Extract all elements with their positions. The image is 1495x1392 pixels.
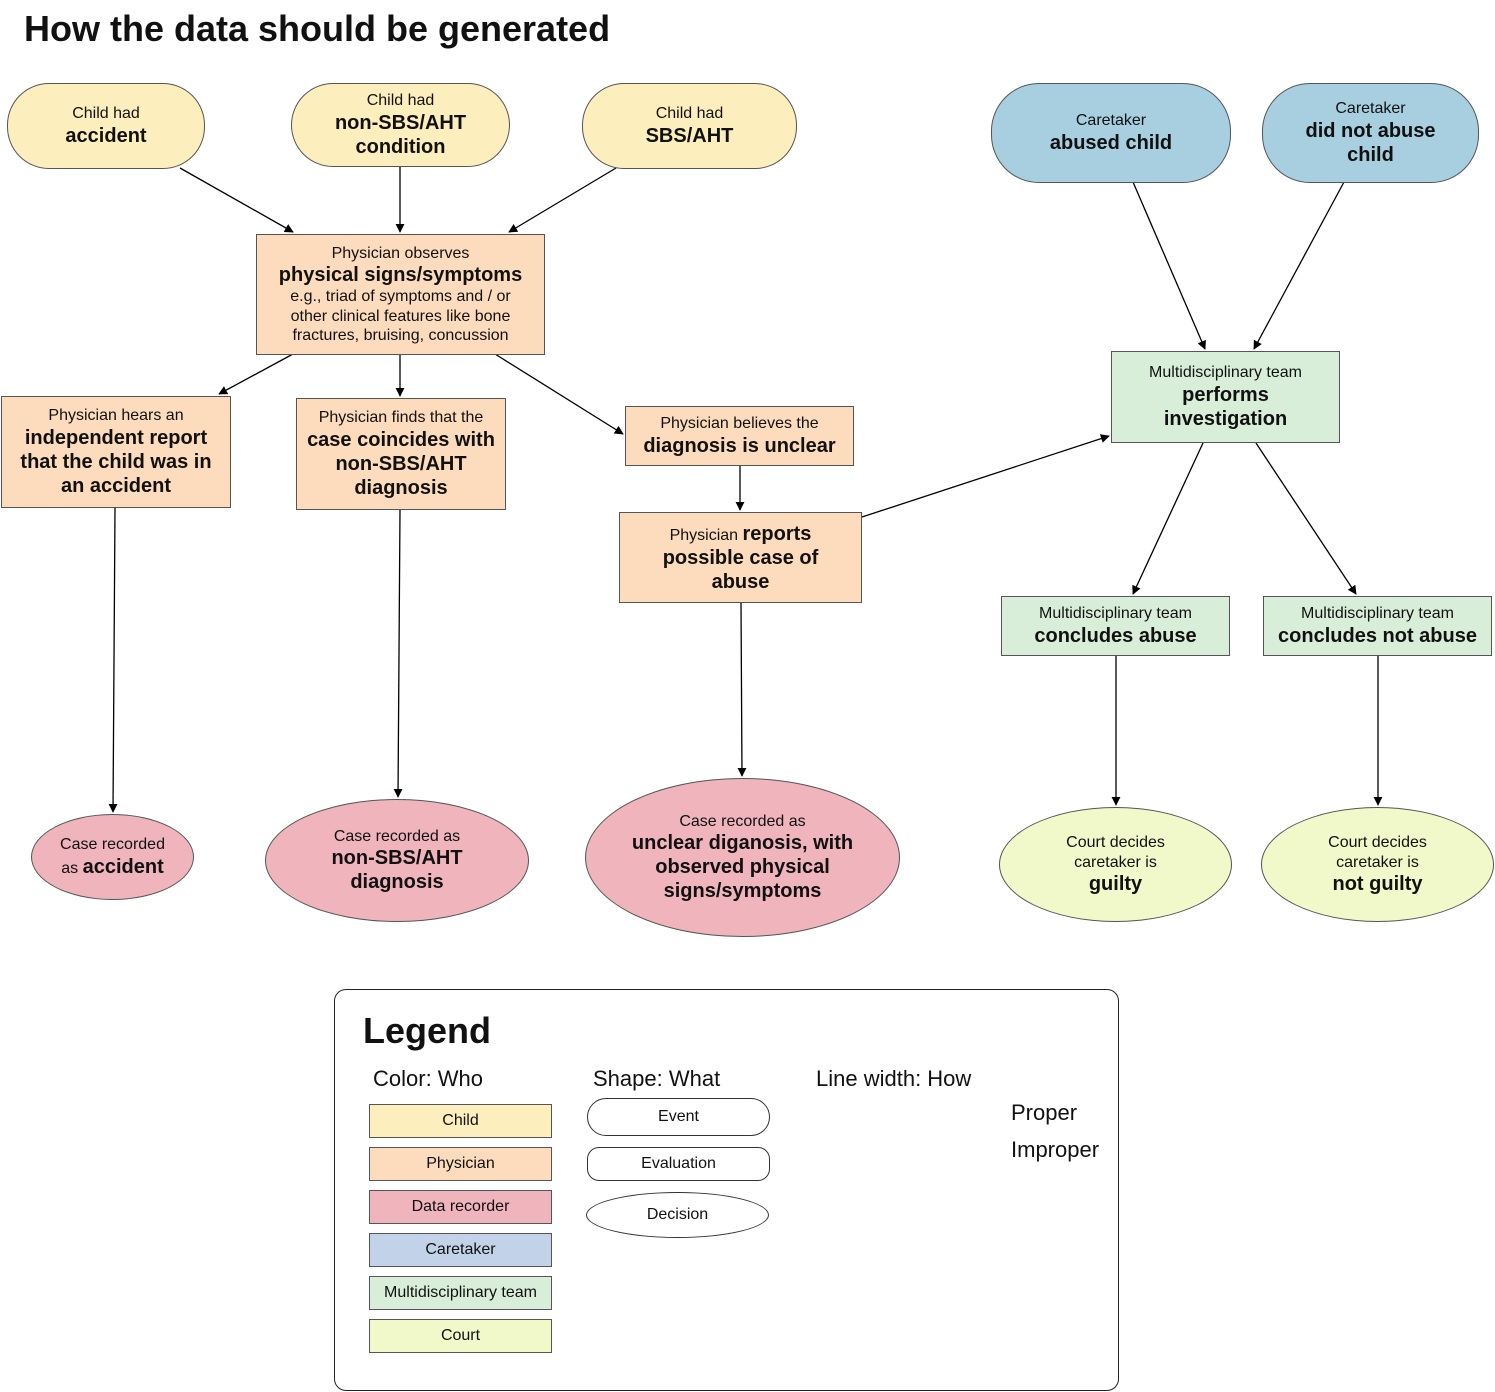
node-team-investigates: Multidisciplinary team performs investig…	[1111, 351, 1340, 443]
node-bold: non-SBS/AHT diagnosis	[331, 847, 463, 894]
node-label: Multidisciplinary team	[1301, 605, 1454, 623]
node-team-not-abuse: Multidisciplinary team concludes not abu…	[1263, 596, 1492, 656]
legend-title: Legend	[363, 1010, 492, 1051]
edge-notabused-to-team	[1253, 181, 1345, 350]
node-bold: non-SBS/AHT condition	[334, 111, 467, 158]
node-court-not-guilty: Court decides caretaker is not guilty	[1261, 807, 1494, 922]
legend-swatch-data-recorder: Data recorder	[369, 1190, 552, 1224]
node-bold: concludes not abuse	[1278, 624, 1477, 647]
node-finds-coincides: Physician finds that the case coincides …	[296, 398, 506, 510]
node-label: Physician believes the	[660, 415, 819, 433]
node-believes-unclear: Physician believes the diagnosis is uncl…	[625, 406, 854, 466]
edge-hears-to-rec	[108, 507, 118, 813]
node-bold: did not abuse child	[1305, 119, 1436, 166]
node-hears-report: Physician hears an independent report th…	[1, 396, 231, 508]
edge-accident-to-observes	[179, 167, 294, 233]
node-caretaker-abused: Caretaker abused child	[991, 83, 1231, 183]
legend-swatch-caretaker: Caretaker	[369, 1233, 552, 1267]
node-label: Physician observes	[331, 245, 470, 263]
legend-shape-decision: Decision	[586, 1192, 769, 1238]
node-bold: independent report that the child was in…	[20, 426, 212, 497]
node-recorded-unclear: Case recorded as unclear diganosis, with…	[585, 778, 900, 937]
node-child-accident: Child had accident	[7, 83, 205, 169]
node-team-abuse: Multidisciplinary team concludes abuse	[1001, 596, 1230, 656]
page-title: How the data should be generated	[24, 8, 611, 49]
edge-abused-to-team	[1132, 181, 1206, 350]
legend-swatch-physician: Physician	[369, 1147, 552, 1181]
legend-line-improper: Improper	[1011, 1137, 1100, 1162]
node-label: Caretaker	[1335, 100, 1406, 118]
edge-reports-to-team	[861, 434, 1110, 518]
node-label: Multidisciplinary team	[1039, 605, 1192, 623]
node-bold: SBS/AHT	[645, 124, 734, 147]
node-bold: concludes abuse	[1034, 624, 1197, 647]
legend-shape-event: Event	[587, 1098, 770, 1136]
legend-shape-evaluation: Evaluation	[587, 1147, 770, 1181]
node-bold: reports possible case of abuse	[662, 522, 819, 593]
legend-shape-heading: Shape: What	[593, 1066, 721, 1091]
node-label: Multidisciplinary team	[1149, 364, 1302, 382]
legend: Legend Color: Who Shape: What Line width…	[334, 989, 1119, 1391]
edge-finds-to-rec	[393, 509, 403, 798]
edge-reports-to-rec	[737, 602, 747, 777]
node-bold: accident	[82, 855, 164, 878]
legend-swatch-court: Court	[369, 1319, 552, 1353]
node-child-sbs: Child had SBS/AHT	[582, 83, 797, 169]
node-label-prefix: as	[61, 859, 79, 877]
node-recorded-non-sbs: Case recorded as non-SBS/AHT diagnosis	[265, 799, 529, 922]
legend-color-heading: Color: Who	[373, 1066, 484, 1091]
edge-team-to-abuse	[1132, 442, 1204, 595]
node-bold: physical signs/symptoms	[278, 264, 523, 287]
node-physician-observes: Physician observes physical signs/sympto…	[256, 234, 545, 355]
node-label: Case recorded as	[333, 827, 461, 845]
node-bold: guilty	[1088, 872, 1143, 895]
node-label: Physician	[669, 526, 739, 544]
node-label: Child had	[72, 105, 140, 123]
node-bold: diagnosis is unclear	[643, 434, 836, 457]
node-label: Caretaker	[1075, 112, 1147, 130]
node-bold: abused child	[1049, 131, 1173, 154]
node-label: Child had	[366, 92, 435, 110]
node-bold: not guilty	[1332, 872, 1423, 895]
node-label: Case recorded	[60, 836, 165, 854]
legend-swatch-team: Multidisciplinary team	[369, 1276, 552, 1310]
node-bold: performs investigation	[1163, 383, 1288, 430]
node-caretaker-not-abused: Caretaker did not abuse child	[1262, 83, 1479, 183]
node-court-guilty: Court decides caretaker is guilty	[999, 807, 1232, 922]
node-label: Court decides caretaker is	[1328, 834, 1427, 871]
node-recorded-accident: Case recorded as accident	[31, 814, 194, 900]
node-label: Physician finds that the	[318, 409, 484, 427]
node-label: Physician hears an	[48, 407, 184, 425]
legend-line-proper: Proper	[1011, 1100, 1078, 1125]
node-reports-abuse: Physician reports possible case of abuse	[619, 512, 862, 603]
edge-sbs-to-observes	[508, 167, 617, 233]
node-child-non-sbs: Child had non-SBS/AHT condition	[291, 83, 510, 167]
edge-observes-to-unclear	[494, 353, 624, 435]
node-bold: case coincides with non-SBS/AHT diagnosi…	[307, 428, 495, 499]
legend-line-heading: Line width: How	[816, 1066, 972, 1091]
edge-observes-to-hears	[218, 353, 294, 395]
node-detail: e.g., triad of symptoms and / or other c…	[290, 288, 511, 344]
edge-team-to-notabuse	[1255, 442, 1357, 595]
node-bold: unclear diganosis, with observed physica…	[631, 832, 854, 903]
node-label: Court decides caretaker is	[1066, 834, 1165, 871]
legend-swatch-child: Child	[369, 1104, 552, 1138]
node-label: Child had	[655, 105, 724, 123]
node-bold: accident	[65, 124, 147, 147]
node-label: Case recorded as	[679, 812, 806, 830]
